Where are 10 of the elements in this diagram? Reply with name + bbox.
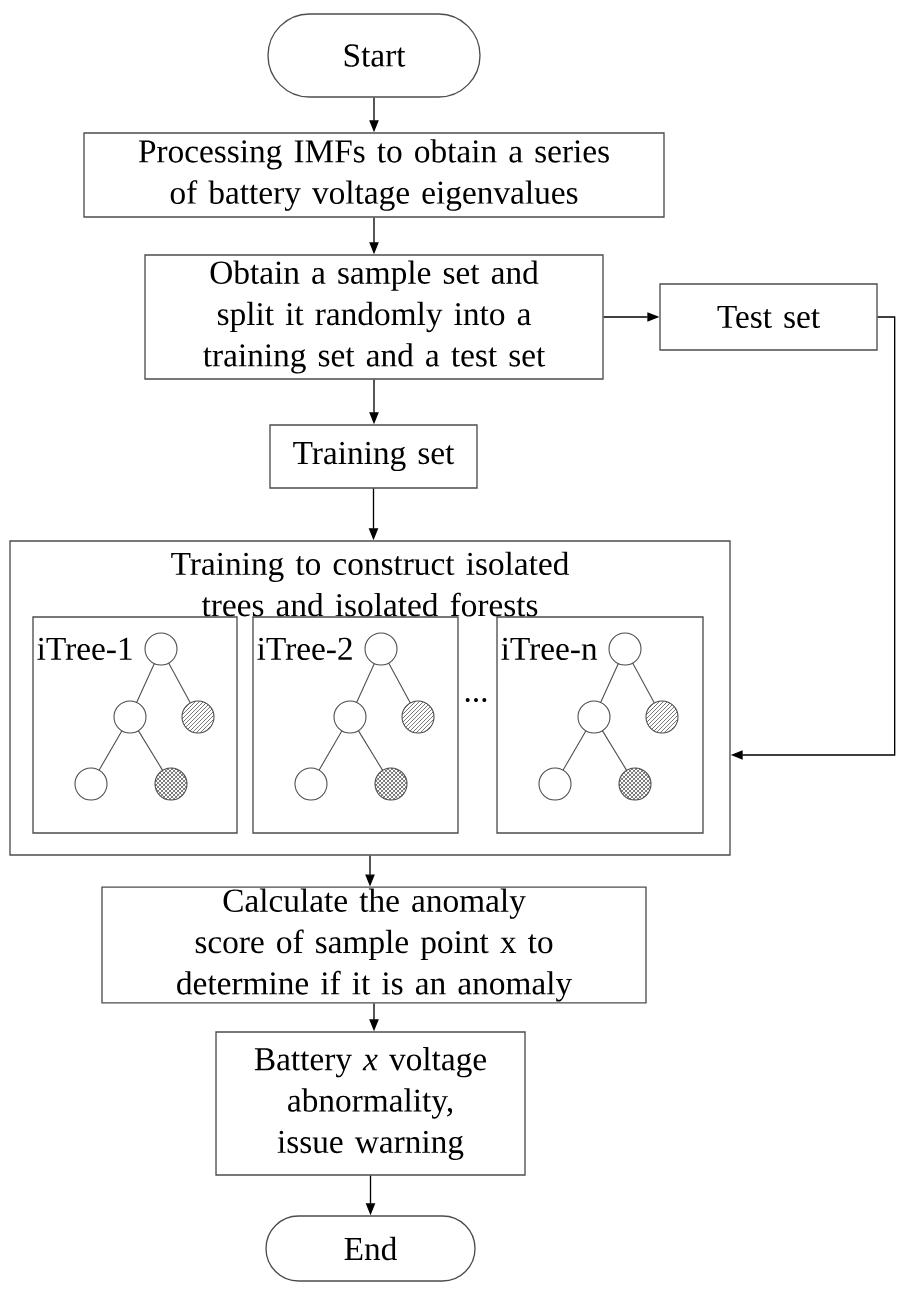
process-box: Processing IMFs to obtain a series of battery voltage eigenvalues <box>83 132 665 218</box>
ellipsis: ... <box>465 698 487 702</box>
tree-panel: iTree-1 <box>32 616 238 834</box>
process-box: Battery x voltage abnormality, issue warning <box>215 1031 526 1176</box>
process-box: Training set <box>269 424 478 489</box>
process-box: Test set <box>659 283 878 351</box>
process-box: Calculate the anomaly score of sample point x to determine if it is an anomaly <box>101 886 647 1004</box>
process-box: Obtain a sample set and split it randomly into a training set and a test set <box>144 254 604 380</box>
tree-panel: iTree-2 <box>252 616 459 834</box>
tree-panel: iTree-n <box>496 616 704 834</box>
